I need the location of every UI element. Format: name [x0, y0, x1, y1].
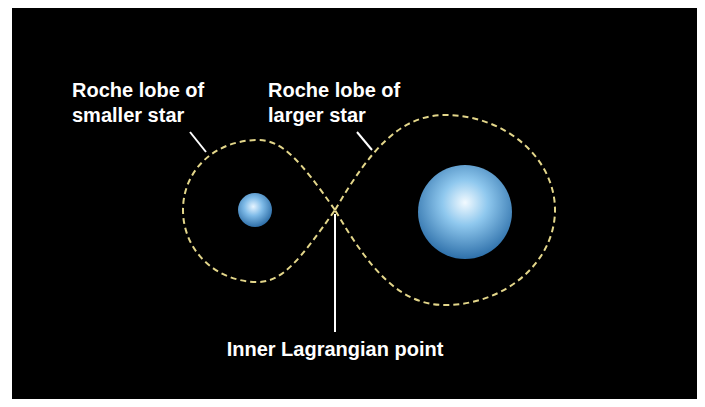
roche-lobe-large — [335, 115, 555, 305]
background-panel — [12, 8, 697, 399]
label-text: Inner Lagrangian point — [227, 337, 444, 362]
label-text: Roche lobe of larger star — [268, 78, 418, 128]
leader-line — [357, 132, 372, 150]
leader-line — [334, 214, 336, 332]
small-star — [238, 193, 272, 227]
large-star — [418, 165, 512, 259]
roche-lobe-small — [183, 140, 335, 282]
leader-line — [190, 132, 206, 152]
label-text: Roche lobe of smaller star — [72, 78, 222, 128]
